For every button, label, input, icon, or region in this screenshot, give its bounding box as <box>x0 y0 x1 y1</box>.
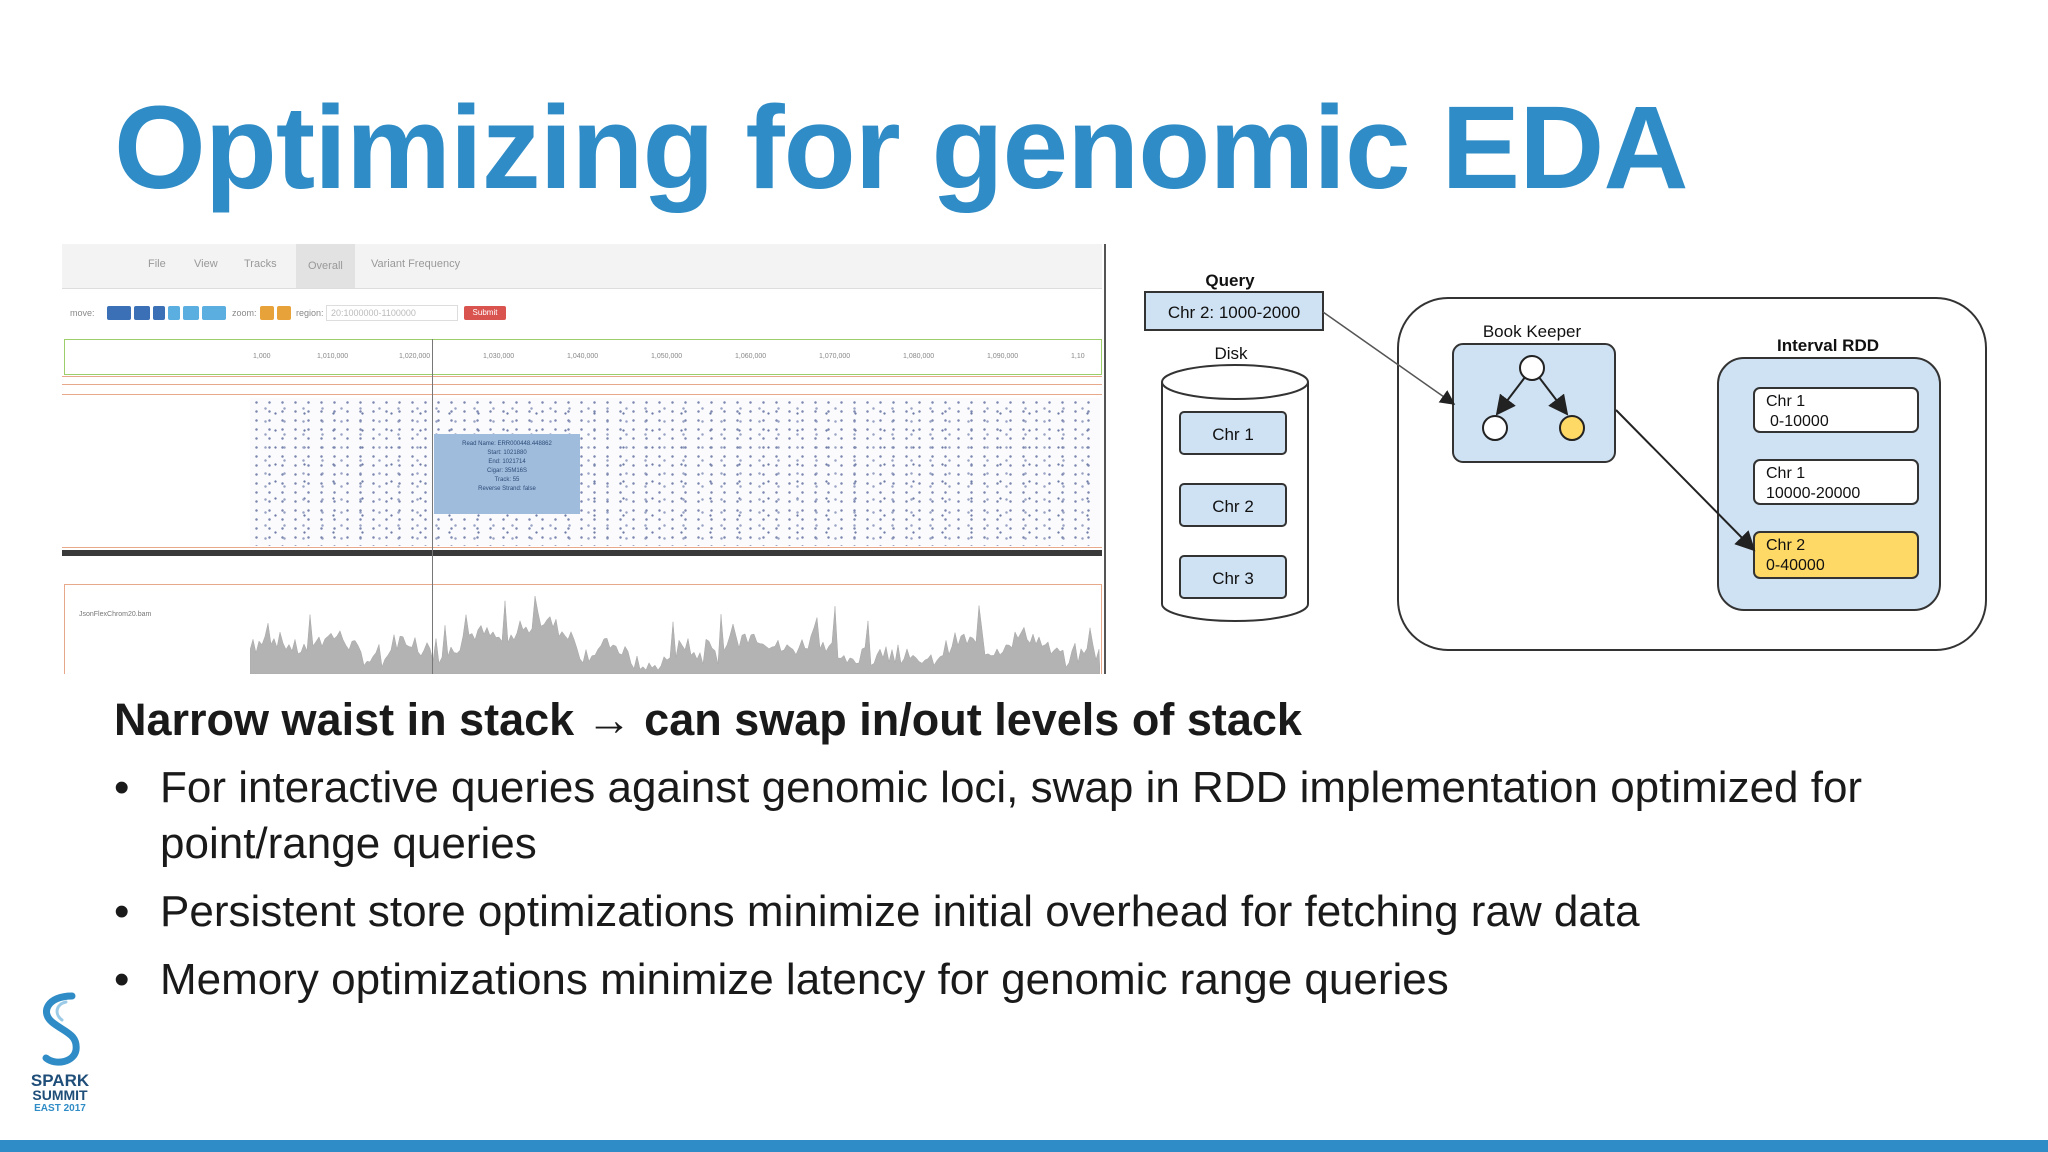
bullet-dot: • <box>114 763 130 812</box>
bullet-text: For interactive queries against genomic … <box>160 763 1863 868</box>
query-value: Chr 2: 1000-2000 <box>1168 303 1300 322</box>
rdd-partition-chrom: Chr 2 <box>1766 537 1805 554</box>
disk-item <box>1179 411 1287 455</box>
move-right-button[interactable] <box>183 306 199 320</box>
genome-browser-screenshot: File View Tracks Overall Variant Frequen… <box>62 244 1106 674</box>
rdd-partition-range: 0-10000 <box>1770 413 1829 430</box>
disk-item <box>1179 555 1287 599</box>
menu-item-view[interactable]: View <box>194 258 218 270</box>
disk-item-label: Chr 3 <box>1212 569 1254 588</box>
zoom-out-button[interactable] <box>277 306 291 320</box>
alignment-reads-track[interactable] <box>250 398 1100 546</box>
rdd-partition-range: 10000-20000 <box>1766 485 1860 502</box>
bookkeeper-to-partition-arrow <box>1615 409 1756 552</box>
move-far-left-button[interactable] <box>107 306 131 320</box>
menu-item-overall[interactable]: Overall <box>296 244 355 288</box>
slide-title: Optimizing for genomic EDA <box>114 82 1689 214</box>
track-divider <box>62 384 1102 385</box>
rdd-partition-chrom: Chr 1 <box>1766 465 1805 482</box>
bullet-item: • Memory optimizations minimize latency … <box>114 952 1974 1008</box>
region-input[interactable]: 20:1000000-1100000 <box>326 305 458 321</box>
logo-line: SPARK <box>31 1071 90 1090</box>
tooltip-line: Reverse Strand: false <box>478 486 536 492</box>
move-step-right-button[interactable] <box>168 306 180 320</box>
rdd-partition <box>1753 387 1919 433</box>
bullet-dot: • <box>114 955 130 1004</box>
coverage-track-label: JsonFlexChrom20.bam <box>79 611 152 618</box>
position-ruler: 1,000 1,010,000 1,020,000 1,030,000 1,04… <box>64 339 1102 375</box>
ruler-tick: 1,090,000 <box>987 353 1019 360</box>
query-box <box>1144 291 1324 331</box>
ruler-tick: 1,010,000 <box>317 353 349 360</box>
interval-rdd-label: Interval RDD <box>1777 336 1879 355</box>
disk-item-label: Chr 1 <box>1212 425 1254 444</box>
tooltip-line: Start: 1021880 <box>487 450 527 456</box>
move-step-left-button[interactable] <box>153 306 165 320</box>
bullet-text: Memory optimizations minimize latency fo… <box>160 955 1449 1004</box>
disk-item-label: Chr 2 <box>1212 497 1254 516</box>
rdd-partition-highlighted <box>1753 531 1919 579</box>
track-separator <box>62 550 1102 556</box>
move-label: move: <box>70 308 95 318</box>
ruler-tick: 1,040,000 <box>567 353 599 360</box>
bullet-list: • For interactive queries against genomi… <box>114 760 1974 1020</box>
ruler-tick: 1,050,000 <box>651 353 683 360</box>
submit-button[interactable]: Submit <box>464 306 506 320</box>
region-label: region: <box>296 308 324 318</box>
section-heading: Narrow waist in stack → can swap in/out … <box>114 694 1302 745</box>
position-cursor <box>432 339 433 674</box>
menu-item-file[interactable]: File <box>148 258 166 270</box>
tooltip-line: Read Name: ERR000448.448862 <box>462 441 552 447</box>
zoom-label: zoom: <box>232 308 257 318</box>
bullet-item: • For interactive queries against genomi… <box>114 760 1974 872</box>
rdd-partition-chrom: Chr 1 <box>1766 393 1805 410</box>
coverage-histogram <box>250 595 1100 674</box>
query-to-bookkeeper-arrow <box>1322 311 1456 405</box>
disk-item <box>1179 483 1287 527</box>
move-far-right-button[interactable] <box>202 306 226 320</box>
menu-item-variant-frequency[interactable]: Variant Frequency <box>371 258 461 270</box>
architecture-diagram: Query Chr 2: 1000-2000 Disk Chr 1 Chr 2 … <box>1130 264 2002 669</box>
zoom-in-button[interactable] <box>260 306 274 320</box>
footer-accent-bar <box>0 1140 2048 1152</box>
logo-line: SUMMIT <box>32 1087 88 1103</box>
disk-label: Disk <box>1214 344 1248 363</box>
bullet-text: Persistent store optimizations minimize … <box>160 887 1640 936</box>
query-label: Query <box>1205 271 1255 290</box>
coverage-track: JsonFlexChrom20.bam <box>64 584 1102 674</box>
bullet-item: • Persistent store optimizations minimiz… <box>114 884 1974 940</box>
ruler-tick: 1,060,000 <box>735 353 767 360</box>
menu-item-tracks[interactable]: Tracks <box>244 258 277 270</box>
tooltip-line: End: 1021714 <box>488 459 526 465</box>
bookkeeper-label: Book Keeper <box>1483 322 1582 341</box>
track-divider <box>62 547 1102 548</box>
rdd-partition-range: 0-40000 <box>1766 557 1825 574</box>
track-divider <box>62 394 1102 395</box>
read-tooltip: Read Name: ERR000448.448862 Start: 10218… <box>434 434 580 514</box>
track-divider <box>62 376 1102 377</box>
ruler-tick: 1,080,000 <box>903 353 935 360</box>
move-left-button[interactable] <box>134 306 150 320</box>
ruler-tick: 1,10 <box>1071 353 1085 360</box>
rdd-partition <box>1753 459 1919 505</box>
tree-icon <box>1482 355 1585 441</box>
ruler-tick: 1,030,000 <box>483 353 515 360</box>
ruler-tick: 1,000 <box>253 353 271 360</box>
spark-summit-logo: SPARK SUMMIT EAST 2017 <box>20 990 100 1114</box>
ruler-tick: 1,020,000 <box>399 353 431 360</box>
tooltip-line: Track: 55 <box>494 477 520 483</box>
logo-line: EAST 2017 <box>34 1103 86 1114</box>
ruler-tick: 1,070,000 <box>819 353 851 360</box>
bullet-dot: • <box>114 887 130 936</box>
browser-menubar: File View Tracks Overall Variant Frequen… <box>62 244 1102 289</box>
tooltip-line: Cigar: 35M16S <box>486 468 528 474</box>
